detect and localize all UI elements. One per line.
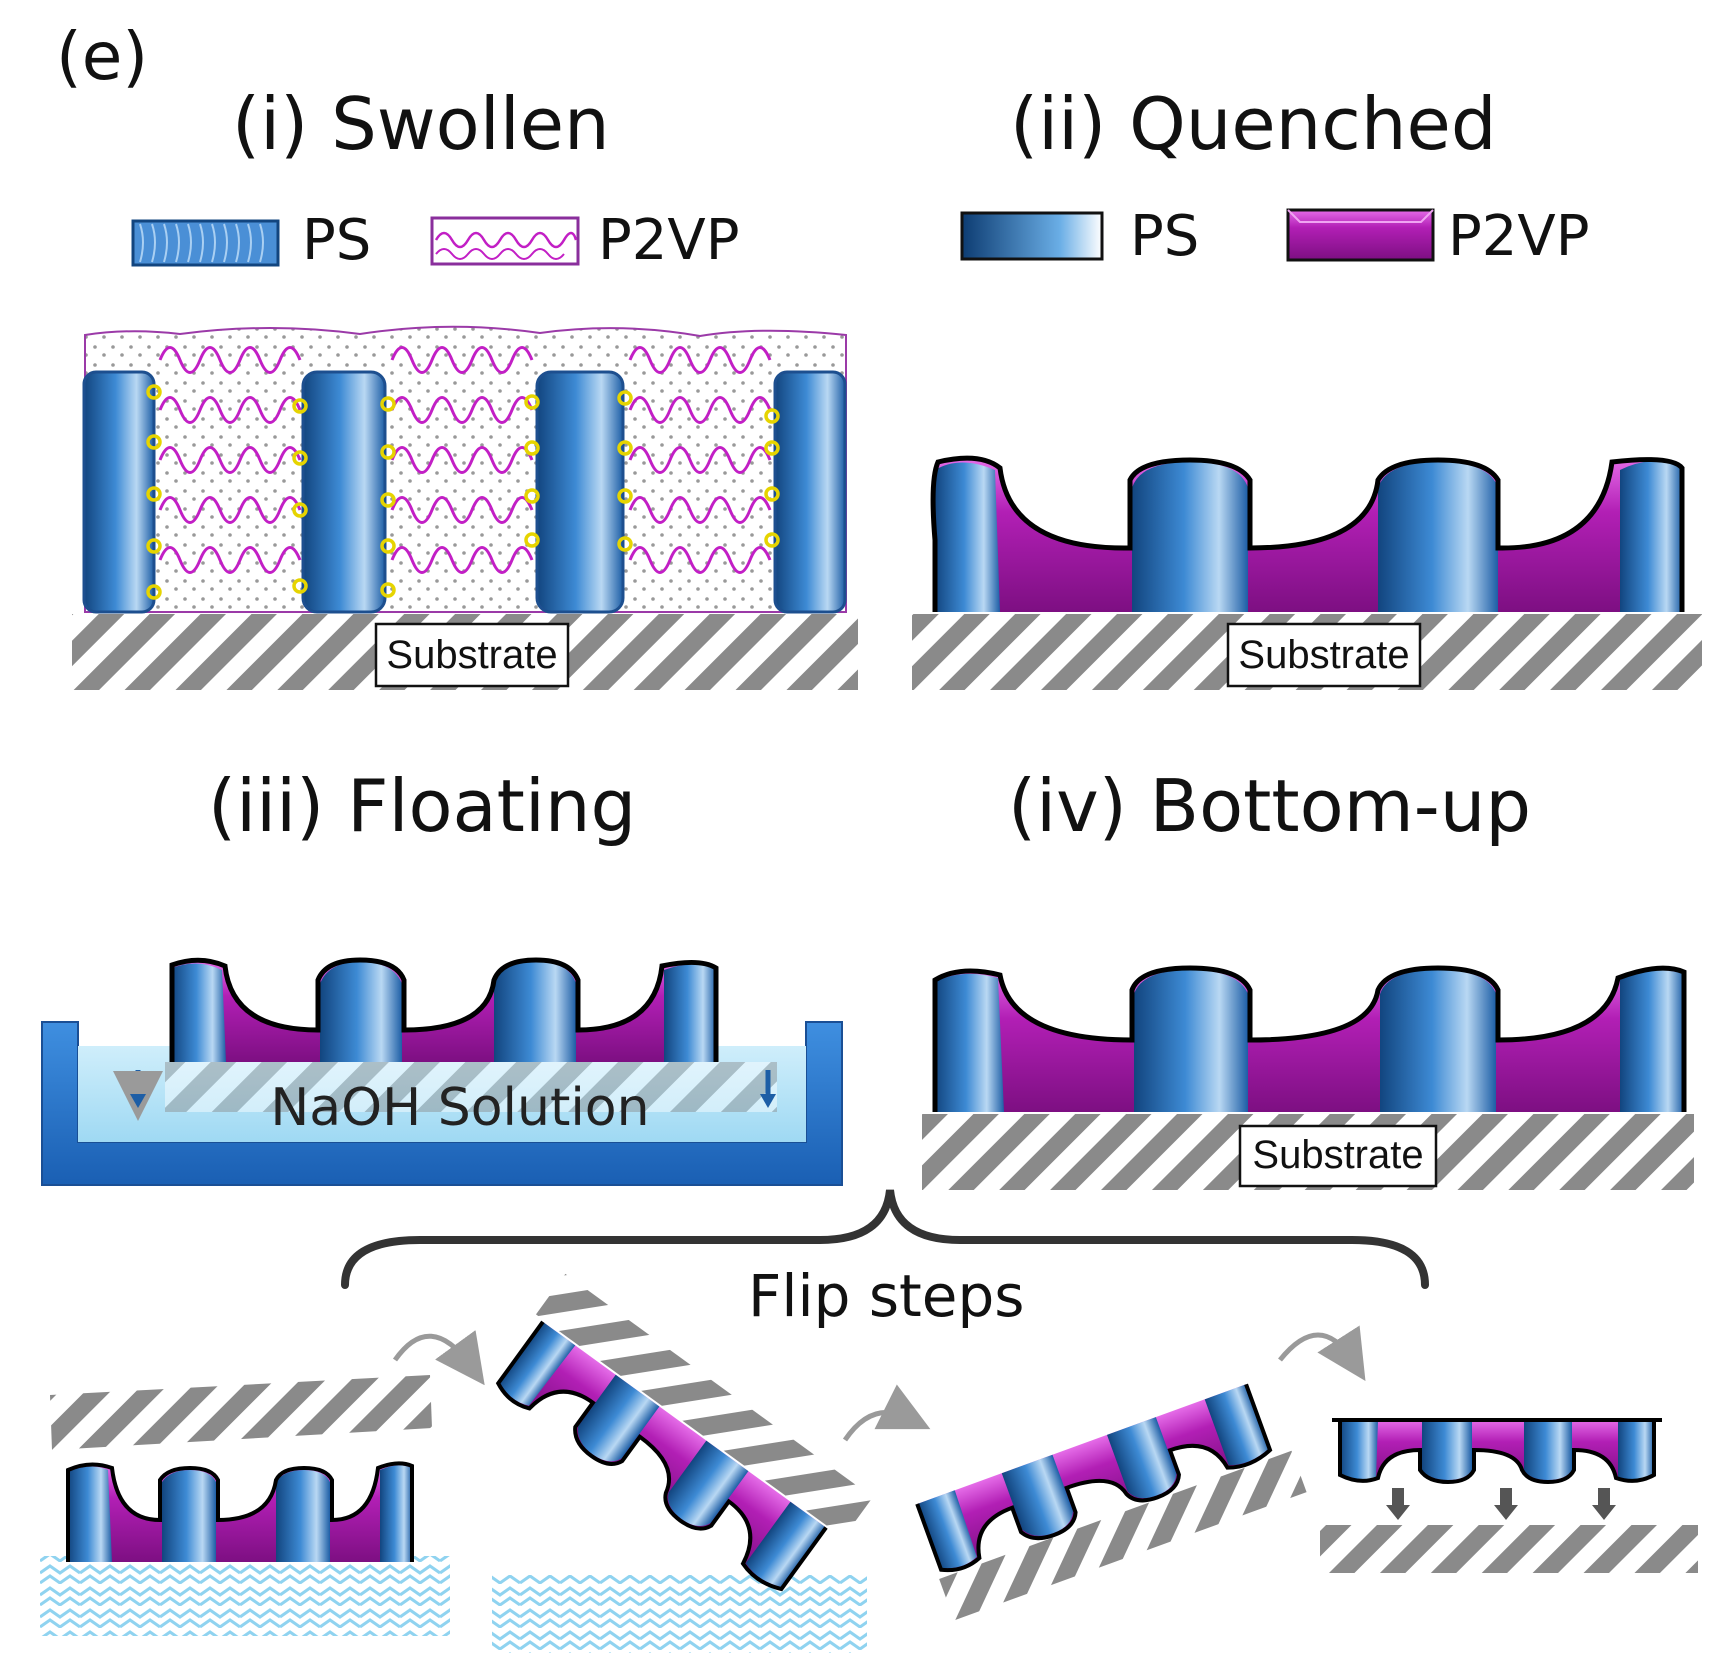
svg-text:Substrate: Substrate <box>386 633 557 677</box>
svg-text:Substrate: Substrate <box>1238 633 1409 677</box>
panel-i-title: (i) Swollen <box>232 82 610 166</box>
flip-step-4 <box>1320 1418 1698 1573</box>
substrate-label-i: Substrate <box>374 622 570 688</box>
legend-i-ps: PS <box>302 208 372 273</box>
bottomup-film <box>932 965 1687 1112</box>
legend-ii-p2vp-swatch <box>1286 208 1435 262</box>
legend-i-p2vp-swatch <box>430 216 580 266</box>
quenched-film <box>930 455 1685 612</box>
naoh-label: NaOH Solution <box>270 1078 649 1138</box>
panel-ii-title: (ii) Quenched <box>1010 82 1497 166</box>
junction-points <box>146 384 780 600</box>
flip-steps-label: Flip steps <box>748 1262 1025 1330</box>
p2vp-chains <box>158 346 772 574</box>
svg-text:Substrate: Substrate <box>1252 1133 1423 1177</box>
swollen-film <box>82 325 847 614</box>
panel-label: (e) <box>56 18 149 95</box>
legend-ii-p2vp: P2VP <box>1448 204 1590 269</box>
substrate-label-ii: Substrate <box>1226 622 1422 688</box>
panel-iii-title: (iii) Floating <box>208 764 637 848</box>
flip-steps-brace <box>341 1189 1429 1289</box>
substrate-label-iv: Substrate <box>1238 1124 1438 1188</box>
flip-step-3 <box>915 1383 1307 1621</box>
legend-ii-ps-swatch <box>960 211 1104 261</box>
legend-ii-ps: PS <box>1130 204 1200 269</box>
flip-arrow-3 <box>1278 1325 1366 1382</box>
flip-step-2 <box>492 1273 873 1653</box>
legend-i-ps-swatch <box>131 219 280 267</box>
flip-arrow-2 <box>842 1384 931 1442</box>
panel-iv-title: (iv) Bottom-up <box>1008 764 1532 848</box>
flip-step-1 <box>40 1375 450 1636</box>
floating-film <box>169 957 719 1062</box>
legend-i-p2vp: P2VP <box>598 208 740 273</box>
flip-arrow-1 <box>392 1330 485 1386</box>
